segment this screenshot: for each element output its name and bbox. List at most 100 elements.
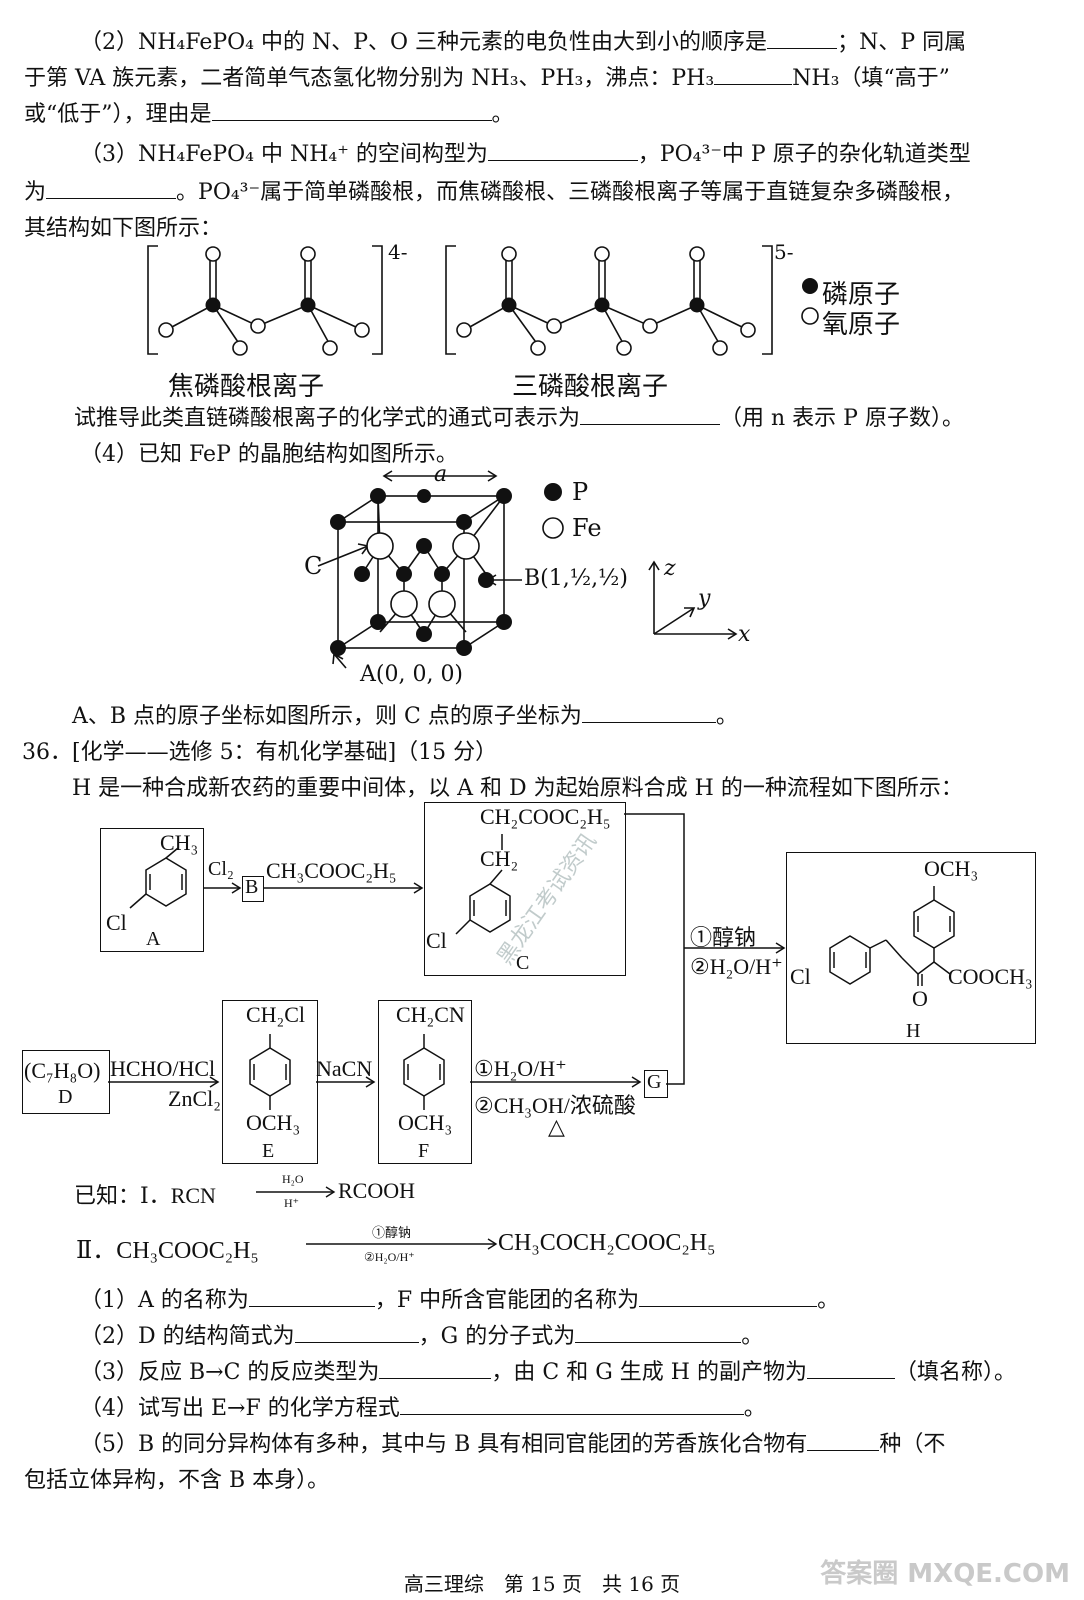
h-label: H: [906, 1020, 921, 1042]
answer-blank[interactable]: [806, 1358, 895, 1379]
known-1-product: RCOOH: [338, 1178, 416, 1203]
q36-intro: H 是一种合成新农药的重要中间体，以 A 和 D 为起始原料合成 H 的一种流程…: [72, 776, 963, 801]
axis-x: x: [738, 622, 751, 647]
cell-edge-a: a: [434, 462, 448, 487]
q35-p3-line3: 其结构如下图所示：: [24, 216, 223, 241]
cond-heat: △: [548, 1114, 565, 1139]
q36-s3c: （填名称）。: [894, 1360, 1016, 1385]
phosphate-figure: [147, 245, 819, 356]
compound-h-box: [786, 852, 1036, 1044]
pyro-caption: 焦磷酸根离子: [168, 372, 325, 402]
site-logo: 答案圈 MXQE.COM: [820, 1559, 1070, 1589]
q35-p3-line1b: ，PO₄³⁻中 P 原子的杂化轨道类型: [637, 142, 971, 167]
answer-blank[interactable]: [575, 1322, 742, 1343]
q36-s2: （2）D 的结构简式为: [80, 1324, 295, 1349]
q35-p4-line2: A、B 点的原子坐标如图所示，则 C 点的原子坐标为: [72, 704, 582, 729]
cond-zncl2: ZnCl₂: [168, 1086, 221, 1111]
q35-p2-text: （2）NH₄FePO₄ 中的 N、P、O 三种元素的电负性由大到小的顺序是: [80, 30, 768, 55]
answer-blank[interactable]: [46, 178, 177, 199]
f-top: CH₂CN: [396, 1002, 465, 1027]
q36-s5: （5）B 的同分异构体有多种，其中与 B 具有相同官能团的芳香族化合物有: [80, 1432, 808, 1457]
h-oxo: O: [912, 986, 928, 1011]
known-2-over: ①醇钠: [372, 1225, 412, 1240]
point-b-label: B(1,½,½): [524, 566, 628, 591]
axis-z: z: [664, 556, 676, 581]
answer-blank[interactable]: [580, 404, 721, 425]
h-cl: Cl: [790, 964, 811, 989]
g-label: G: [647, 1071, 662, 1093]
cond-cl2: Cl₂: [208, 858, 234, 880]
tri-charge: 5-: [774, 240, 794, 264]
known-1: 已知：Ⅰ．RCN: [74, 1183, 216, 1208]
compound-b-box: [242, 876, 264, 902]
answer-blank[interactable]: [211, 100, 492, 121]
answer-blank[interactable]: [639, 1286, 818, 1307]
c-cl: Cl: [426, 928, 447, 953]
known-1-under: H⁺: [284, 1196, 299, 1210]
q35-p2-line3: 或“低于”），理由是: [24, 102, 212, 127]
period: 。: [817, 1288, 840, 1313]
d-formula: (C₇H₈O): [24, 1058, 101, 1083]
pyro-charge: 4-: [388, 240, 408, 264]
q35-p4-line1: （4）已知 FeP 的晶胞结构如图所示。: [80, 442, 458, 467]
cond-hydrolysis: ①H₂O/H⁺: [474, 1056, 567, 1081]
answer-blank[interactable]: [807, 1430, 880, 1451]
fep-unit-cell: [317, 470, 738, 669]
period: 。: [715, 704, 738, 729]
q36-s5-cont: 包括立体异构，不含 B 本身）。: [24, 1468, 330, 1493]
known-2-under: ②H₂O/H⁺: [364, 1250, 415, 1264]
page-footer: 高三理综 第 15 页 共 16 页: [403, 1572, 681, 1596]
q36-s2b: ，G 的分子式为: [418, 1324, 576, 1349]
cond-nacn: NaCN: [316, 1056, 373, 1081]
q36-s1: （1）A 的名称为: [80, 1288, 249, 1313]
b-label: B: [245, 876, 259, 898]
legend-phosphorus: 磷原子: [822, 280, 901, 310]
a-ch3: CH₃: [160, 830, 199, 855]
q35-p2-text-b: ；N、P 同属: [837, 30, 967, 55]
q36-s5b: 种（不: [879, 1432, 946, 1457]
q35-p3-line4: 试推导此类直链磷酸根离子的化学式的通式可表示为: [74, 406, 581, 431]
synthesis-route: [108, 813, 955, 1110]
cell-legend-p: P: [572, 478, 589, 506]
c-mid: CH₂: [480, 846, 519, 871]
q35-p3-line4b: （用 n 表示 P 原子数）。: [720, 406, 964, 431]
point-c-label: C: [304, 552, 323, 580]
h-cooch3: COOCH₃: [948, 964, 1033, 989]
axis-y: y: [698, 586, 711, 611]
tri-caption: 三磷酸根离子: [512, 372, 669, 402]
answer-blank[interactable]: [581, 702, 716, 723]
answer-blank[interactable]: [248, 1286, 375, 1307]
answer-blank[interactable]: [399, 1394, 744, 1415]
known-1-over: H₂O: [282, 1172, 304, 1186]
f-label: F: [418, 1140, 430, 1162]
a-cl: Cl: [106, 910, 127, 935]
q35-p2-line2b: NH₃（填“高于”: [792, 66, 950, 91]
q36-s1b: ，F 中所含官能团的名称为: [374, 1288, 640, 1313]
known-2-product: CH₃COCH₂COOC₂H₅: [498, 1230, 716, 1256]
answer-blank[interactable]: [767, 28, 838, 49]
h-och3: OCH₃: [924, 856, 979, 881]
period: 。: [491, 102, 514, 127]
answer-blank[interactable]: [379, 1358, 492, 1379]
period: 。: [743, 1396, 766, 1421]
cond-hcho: HCHO/HCl: [110, 1056, 216, 1081]
answer-blank[interactable]: [487, 140, 638, 161]
a-label: A: [146, 928, 161, 950]
q35-p3-line2: 为: [24, 180, 47, 205]
c-top: CH₂COOC₂H₅: [480, 804, 611, 829]
period: 。: [741, 1324, 764, 1349]
answer-blank[interactable]: [294, 1322, 419, 1343]
q35-p3-line2b: 。PO₄³⁻属于简单磷酸根，而焦磷酸根、三磷酸根离子等属于直链复杂多磷酸根，: [176, 180, 965, 205]
c-label: C: [516, 952, 530, 974]
cond-acid: ②H₂O/H⁺: [690, 954, 783, 979]
q36-s4: （4）试写出 E→F 的化学方程式: [80, 1396, 400, 1421]
q35-p3-line1: （3）NH₄FePO₄ 中 NH₄⁺ 的空间构型为: [80, 142, 488, 167]
e-label: E: [262, 1140, 275, 1162]
known-2: Ⅱ．CH₃COOC₂H₅: [76, 1238, 259, 1264]
reagent-ester: CH₃COOC₂H₅: [266, 858, 397, 883]
cond-alkoxide: ①醇钠: [690, 925, 757, 950]
compound-a-box: [100, 828, 204, 952]
f-bottom: OCH₃: [398, 1110, 453, 1135]
answer-blank[interactable]: [714, 64, 793, 85]
e-top: CH₂Cl: [246, 1002, 306, 1027]
